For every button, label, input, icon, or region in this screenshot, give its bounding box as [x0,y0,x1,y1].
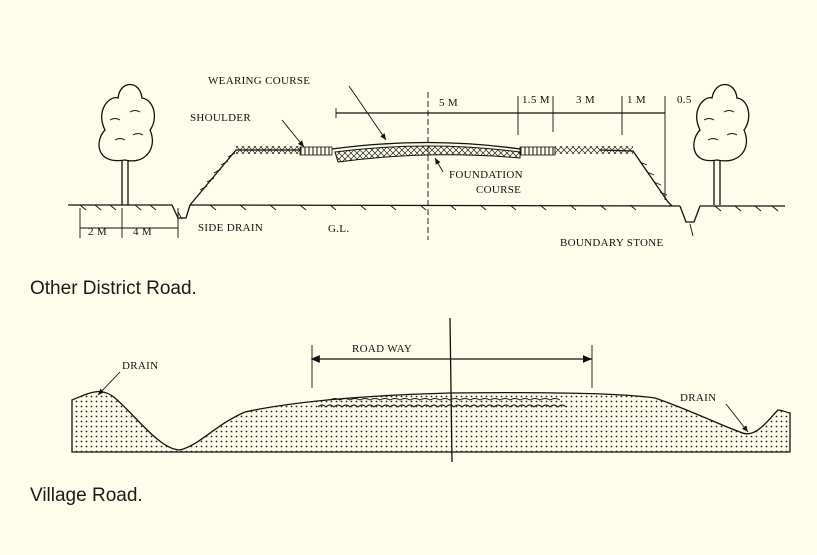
caption-village-road: Village Road. [30,485,143,506]
dim-left-2m: 2 M [88,226,107,238]
village-section: ROAD WAY DRAIN DRAIN Village Road. [30,317,791,506]
dim-carriageway: 5 M [439,97,458,109]
village-centre-line [449,317,453,463]
odr-boundary-leader [689,223,694,237]
village-stone-layer-2 [329,398,561,401]
dim-left-4m: 4 M [133,226,152,238]
label-roadway: ROAD WAY [352,343,412,355]
label-side-drain: SIDE DRAIN [198,222,263,234]
odr-ground-line [68,204,785,207]
odr-left-slope-hatch [199,152,236,191]
label-boundary-stone: BOUNDARY STONE [560,237,664,249]
odr-right-shoulder [519,146,556,156]
dim-shoulder-width: 1.5 M [522,94,550,106]
odr-section: WEARING COURSE SHOULDER FOUNDATION COURS… [30,75,785,299]
odr-shoulder-leader [281,119,305,148]
label-foundation-course-2: COURSE [476,184,521,196]
odr-right-slope-hatch [639,161,668,196]
caption-other-district-road: Other District Road. [30,278,197,299]
odr-left-shoulder [299,146,333,156]
dim-slope-3m: 3 M [576,94,595,106]
label-foundation-course-1: FOUNDATION [449,169,523,181]
odr-dimension-ticks [335,96,666,200]
village-drain-right-leader [725,403,749,433]
odr-embankment [189,149,673,207]
label-ground-level: G.L. [328,223,349,235]
odr-wearing-course [331,141,521,150]
odr-right-drain [679,205,701,223]
dim-slope-1m: 1 M [627,94,646,106]
village-roadway-ticks [311,345,593,388]
odr-side-drain-leader [177,211,183,220]
village-drain-left-leader [97,371,121,396]
odr-foundation-leader [434,157,444,173]
tree-left-icon [98,83,156,205]
odr-left-dimension [79,208,179,238]
odr-left-verge-hatch [236,146,300,154]
village-earth-body [71,390,791,453]
label-drain-right: DRAIN [680,392,716,404]
odr-ground-hatch [79,204,779,212]
dim-right-margin: 0.5 [677,94,692,106]
odr-wearing-course-leader [348,85,387,141]
village-stone-layer [317,404,567,408]
odr-foundation-course [334,145,521,163]
odr-left-side-drain [171,204,191,219]
label-drain-left: DRAIN [122,360,158,372]
label-wearing-course: WEARING COURSE [208,75,310,87]
label-shoulder: SHOULDER [190,112,251,124]
tree-right-icon [693,83,750,205]
odr-right-verge-hatch [555,146,633,154]
